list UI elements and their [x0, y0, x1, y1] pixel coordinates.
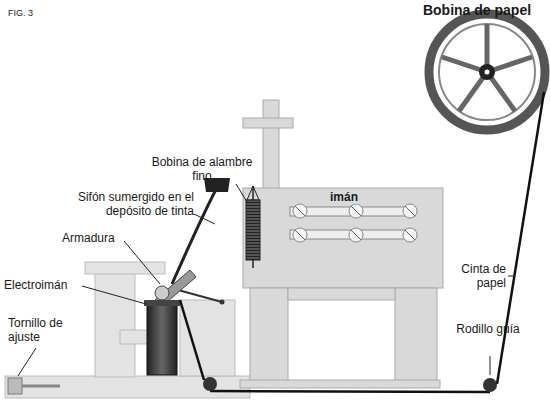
electromagnet — [144, 300, 180, 375]
adjust-screw — [8, 378, 60, 394]
part-label: Cinta de papel — [450, 262, 506, 290]
frame — [240, 100, 443, 388]
leader-lines — [18, 184, 514, 376]
paper-reel — [429, 14, 545, 130]
paper-tape — [180, 92, 544, 392]
figure-number: FIG. 3 — [8, 8, 68, 18]
part-label: Sifón sumergido en el depósito de tinta — [36, 190, 194, 218]
guide-roller — [203, 377, 217, 391]
part-label: Rodillo guía — [455, 322, 521, 336]
guide-roller — [483, 378, 497, 392]
part-label: Electroimán — [4, 278, 82, 292]
part-label: Bobina de alambre fino — [150, 155, 254, 183]
magnet — [290, 204, 417, 242]
part-label: Armadura — [62, 231, 126, 245]
fine-wire-coil — [246, 186, 260, 268]
part-label: Tornillo de ajuste — [8, 316, 74, 344]
part-label: imán — [322, 190, 366, 204]
part-label: Bobina de papel — [412, 2, 542, 18]
base — [5, 262, 250, 398]
